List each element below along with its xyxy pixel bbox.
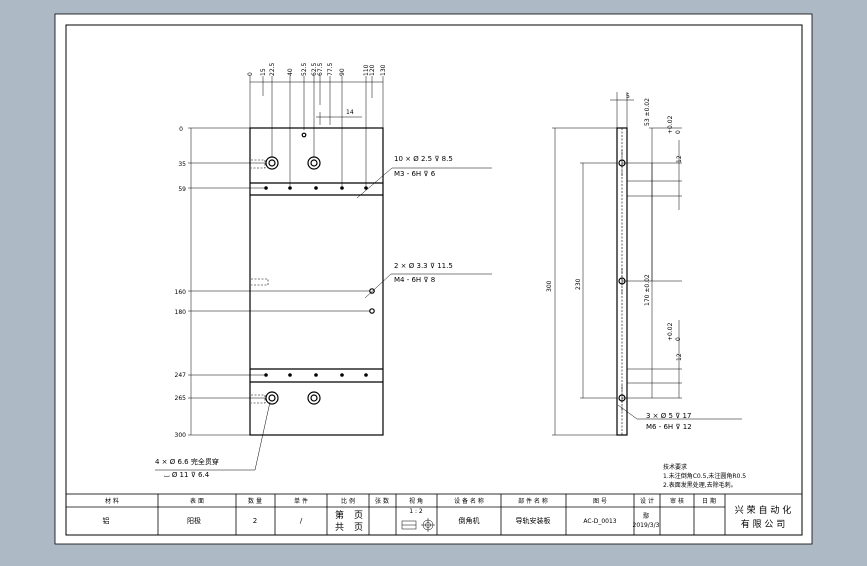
dim-left-label: 0 — [179, 126, 183, 133]
side-dimension-labels: 5 53 ±0.02 +0.02 0 12 300 230 170 ±0.02 … — [546, 93, 692, 431]
header-unit-weight: 单 件 — [294, 497, 308, 505]
tapped-hole — [288, 186, 292, 190]
technical-requirements: 技术要求 1.未注倒角C0.5,未注圆角R0.5 2.表面发黑处理,去除毛刺。 — [663, 463, 746, 489]
header-drawing-no: 图 号 — [593, 498, 607, 505]
side-dim-170: 170 ±0.02 — [644, 274, 651, 306]
dim-left-label: 180 — [175, 309, 187, 316]
tech-req-2: 2.表面发黑处理,去除毛刺。 — [663, 481, 737, 489]
dim-top-label: 77.5 — [327, 62, 334, 76]
header-surface: 表 面 — [190, 497, 204, 505]
side-dim-12b: 12 — [676, 353, 683, 361]
projection-symbol-icon — [401, 518, 435, 532]
page-ye2: 页 — [354, 522, 363, 533]
callout-bottom-line1: 4 × Ø 6.6 完全贯穿 — [155, 457, 219, 466]
side-dim-5: 5 — [626, 93, 630, 100]
tapped-hole — [264, 373, 268, 377]
value-part-name: 导轨安装板 — [516, 516, 551, 525]
side-view — [552, 92, 742, 436]
callout-mid-line2: M4 - 6H ⊽ 8 — [394, 276, 435, 284]
company-line2: 有 限 公 司 — [741, 518, 786, 530]
header-part-name: 部 件 名 称 — [518, 497, 548, 505]
dim-top-label: 62.5 — [311, 62, 318, 76]
dim-top-label: 0 — [247, 72, 254, 76]
title-block: 材 料 表 面 数 量 单 件 比 例 张 数 视 角 设 备 名 称 部 件 … — [65, 493, 803, 536]
dim-left-label: 247 — [175, 372, 187, 379]
tapped-hole — [340, 373, 344, 377]
top-dimension-labels: 0 15 22.5 40 52.5 62.5 67.5 77.5 90 110 … — [247, 62, 387, 116]
tapped-hole — [314, 186, 318, 190]
tapped-hole — [301, 132, 307, 138]
front-view — [155, 76, 492, 471]
counterbore-hole — [307, 391, 321, 405]
dim-14-label: 14 — [346, 109, 354, 116]
dim-top-label: 90 — [339, 68, 346, 76]
value-material: 铝 — [103, 516, 110, 525]
dim-left-label: 35 — [178, 161, 186, 168]
tapped-hole — [264, 186, 268, 190]
tech-req-title: 技术要求 — [663, 463, 687, 471]
value-drawing-no: AC-D_0013 — [583, 518, 616, 525]
tapped-hole — [288, 373, 292, 377]
dim-top-label: 40 — [287, 68, 294, 76]
value-unit-weight: / — [300, 517, 303, 525]
header-date: 日 期 — [702, 497, 716, 505]
side-dim-230: 230 — [575, 278, 582, 290]
left-dimension-labels: 0 35 59 160 180 247 265 300 — [175, 126, 187, 439]
value-surface: 阳极 — [187, 516, 201, 525]
value-equipment: 倒角机 — [459, 516, 480, 525]
tapped-hole — [364, 373, 368, 377]
header-view-angle: 视 角 — [409, 497, 423, 505]
company-line1: 兴 荣 自 动 化 — [735, 504, 791, 516]
side-tol1-plus: +0.02 — [667, 115, 674, 134]
dim-top-label: 52.5 — [301, 62, 308, 76]
header-equipment: 设 备 名 称 — [454, 497, 484, 505]
sheet-outer-border — [54, 13, 813, 545]
tech-req-1: 1.未注倒角C0.5,未注圆角R0.5 — [663, 472, 746, 480]
header-scale: 比 例 — [341, 497, 355, 505]
dim-top-label: 120 — [369, 64, 376, 76]
header-sheets: 张 数 — [375, 497, 389, 505]
header-reviewer: 审 核 — [670, 497, 684, 505]
side-callout-line2: M6 - 6H ⊽ 12 — [646, 423, 692, 431]
callout-top-line2: M3 - 6H ⊽ 6 — [394, 170, 436, 178]
tapped-hole — [314, 373, 318, 377]
dim-top-label: 22.5 — [269, 62, 276, 76]
side-dim-12a: 12 — [676, 155, 683, 163]
side-tol1-zero: 0 — [675, 130, 682, 134]
header-material: 材 料 — [105, 497, 119, 505]
dim-left-label: 59 — [178, 186, 186, 193]
side-callout-line1: 3 × Ø 5 ⊽ 17 — [646, 412, 691, 420]
side-dim-53: 53 ±0.02 — [644, 98, 651, 126]
side-dim-300: 300 — [546, 280, 553, 292]
tapped-hole — [340, 186, 344, 190]
dim-top-label: 15 — [260, 68, 267, 76]
dim-left-label: 265 — [175, 395, 187, 402]
value-date: 2019/3/3 — [633, 522, 660, 529]
dim-top-label: 130 — [380, 64, 387, 76]
dim-top-label: 67.5 — [317, 62, 324, 76]
side-tol2-zero: 0 — [675, 337, 682, 341]
dim-left-label: 160 — [175, 289, 187, 296]
value-designer: 鄢 — [643, 512, 649, 520]
tapped-hole — [364, 186, 368, 190]
header-designer: 设 计 — [640, 497, 654, 505]
callout-mid-line1: 2 × Ø 3.3 ⊽ 11.5 — [394, 262, 453, 270]
value-quantity: 2 — [253, 517, 257, 525]
page-di: 第 — [335, 509, 344, 521]
header-quantity: 数 量 — [248, 497, 262, 505]
page-gong: 共 — [335, 522, 344, 533]
page-ye: 页 — [354, 510, 363, 521]
dim-top-label: 110 — [363, 64, 370, 76]
side-tol2-plus: +0.02 — [667, 322, 674, 341]
dim-left-label: 300 — [175, 432, 187, 439]
callout-bottom-line2: ⌴ Ø 11 ⊽ 6.4 — [164, 471, 210, 479]
callout-top-line1: 10 × Ø 2.5 ⊽ 8.5 — [394, 155, 453, 163]
value-scale: 1 : 2 — [409, 508, 423, 515]
hole-callouts: 10 × Ø 2.5 ⊽ 8.5 M3 - 6H ⊽ 6 2 × Ø 3.3 ⊽… — [155, 155, 453, 479]
